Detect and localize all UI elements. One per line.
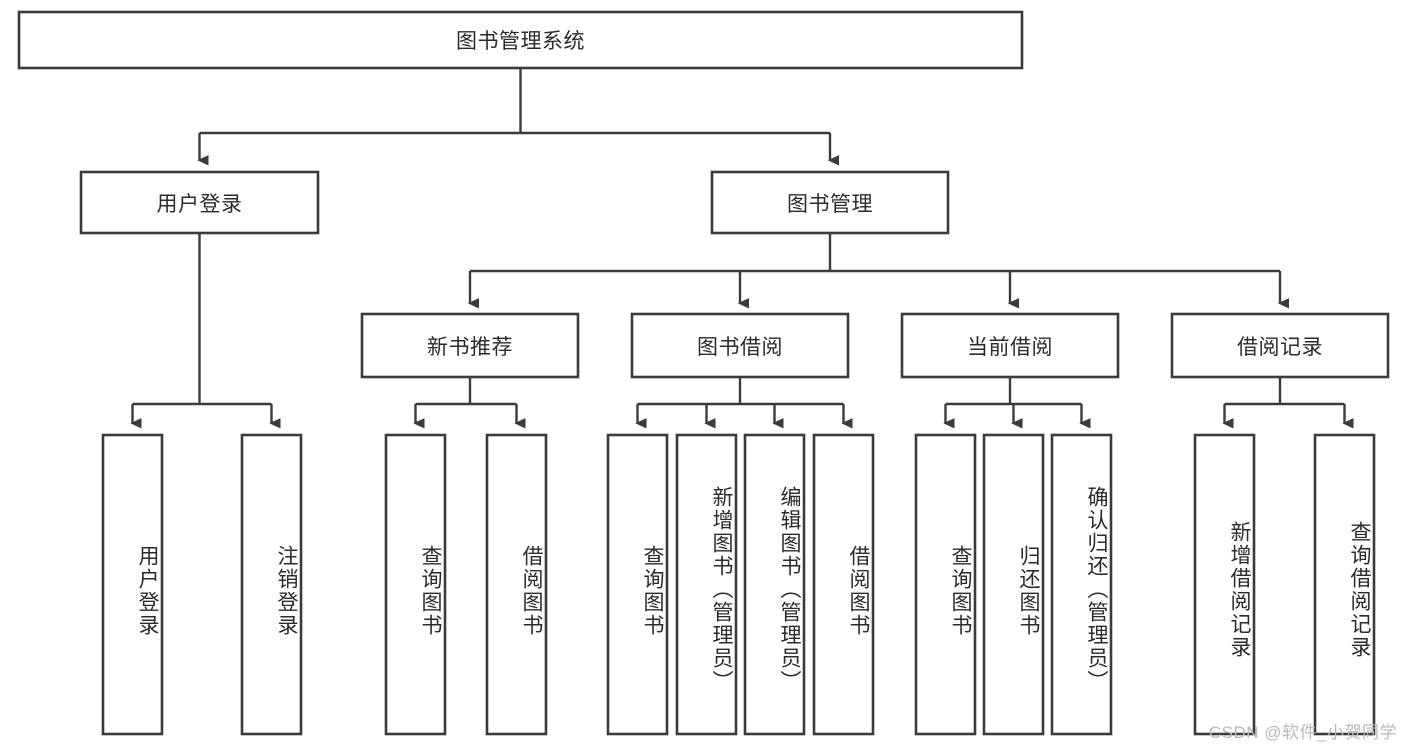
leaf-box-query-book-2[interactable]: [606, 433, 669, 736]
node-user-login-box[interactable]: [79, 170, 320, 235]
leaf-box-query-book-1[interactable]: [384, 433, 447, 736]
node-root-box[interactable]: [17, 10, 1024, 70]
node-current-borrow-box[interactable]: [900, 312, 1120, 379]
watermark-text: CSDN @软件_小贺同学: [1208, 723, 1397, 742]
leaf-box-return-book[interactable]: [982, 433, 1045, 736]
node-book-borrow-box[interactable]: [630, 312, 850, 379]
leaf-box-edit-book-admin[interactable]: [743, 433, 806, 736]
leaf-box-borrow-book-1[interactable]: [485, 433, 548, 736]
node-new-book-recommend-box[interactable]: [360, 312, 580, 379]
leaf-box-borrow-book-2[interactable]: [812, 433, 875, 736]
leaf-box-add-book-admin[interactable]: [675, 433, 738, 736]
node-book-management-box[interactable]: [710, 170, 950, 235]
leaf-box-query-borrow-record[interactable]: [1313, 433, 1376, 736]
leaf-box-add-borrow-record[interactable]: [1193, 433, 1256, 736]
leaf-box-logout[interactable]: [240, 433, 303, 736]
leaf-box-confirm-return-admin[interactable]: [1050, 433, 1113, 736]
leaf-box-query-book-3[interactable]: [914, 433, 977, 736]
leaf-box-user-login[interactable]: [101, 433, 164, 736]
node-borrow-records-box[interactable]: [1170, 312, 1390, 379]
